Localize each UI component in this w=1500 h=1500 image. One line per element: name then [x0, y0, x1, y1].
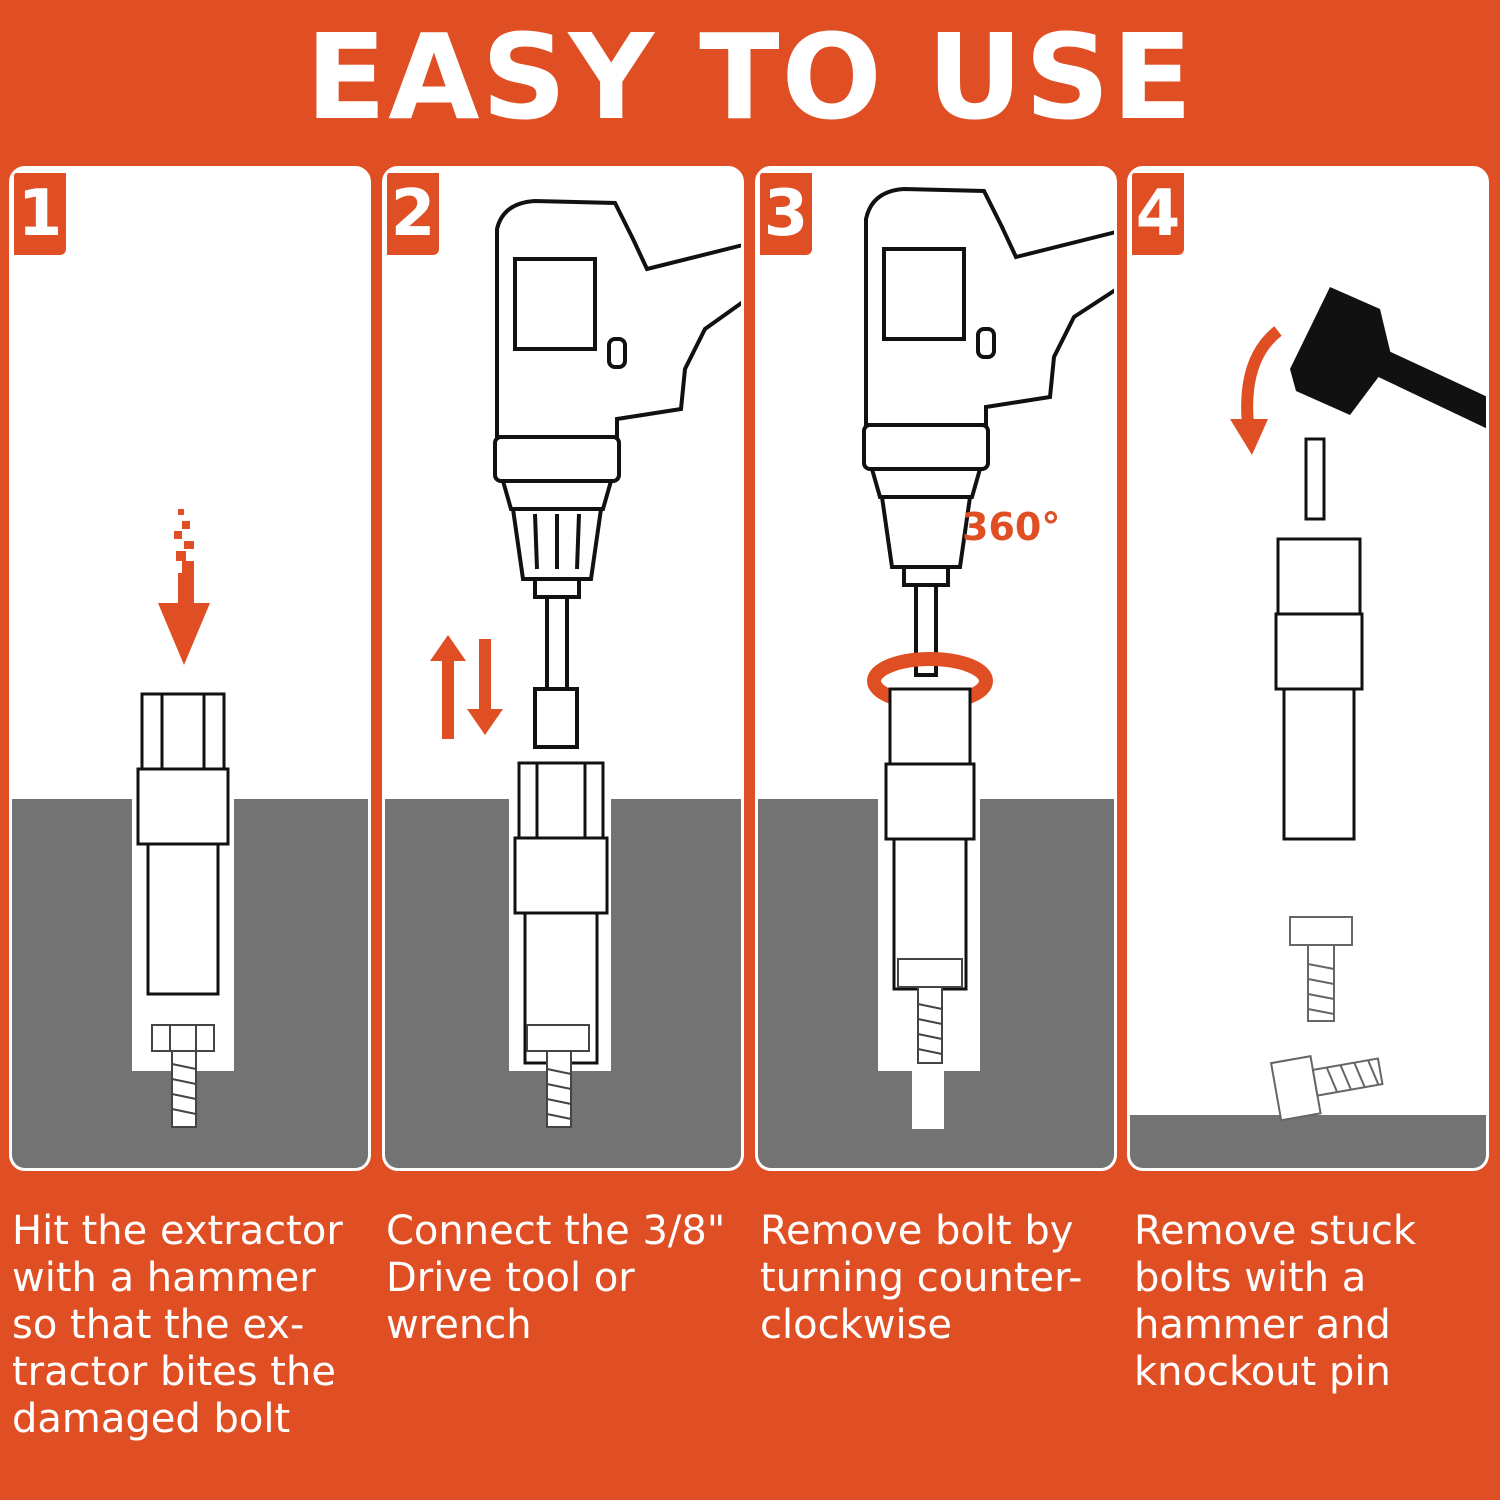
step-4-caption: Remove stuck bolts with a hammer and kno… — [1134, 1208, 1417, 1395]
step-3-panel: 360° 3 — [755, 166, 1117, 1171]
step-2-illustration — [385, 198, 741, 1168]
extractor-socket — [884, 687, 976, 991]
step-1-panel: 1 — [9, 166, 371, 1171]
step-2-panel: 2 — [382, 166, 744, 1171]
up-down-arrows-icon — [430, 635, 503, 739]
damaged-bolt — [151, 1024, 215, 1128]
step-2-caption: Connect the 3/8" Drive tool or wrench — [386, 1208, 726, 1348]
step-number-badge: 3 — [760, 173, 812, 255]
extractor-socket — [136, 692, 230, 996]
step-4-illustration — [1130, 287, 1486, 1168]
hammer-icon — [1290, 287, 1486, 429]
step-3-illustration — [758, 186, 1114, 1168]
curved-down-arrow-icon — [1230, 326, 1282, 455]
step-3-caption: Remove bolt by turning counter- clockwis… — [760, 1208, 1083, 1348]
falling-bolt — [1289, 916, 1353, 1022]
step-1-caption: Hit the extractor with a hammer so that … — [12, 1208, 343, 1442]
extractor-socket — [513, 761, 609, 1065]
knockout-pin — [1274, 437, 1364, 841]
rotation-angle-label: 360° — [962, 505, 1061, 549]
power-drill — [862, 186, 1114, 677]
step-number-badge: 4 — [1132, 173, 1184, 255]
step-number-badge: 1 — [14, 173, 66, 255]
ground — [1130, 1115, 1486, 1168]
power-drill — [493, 198, 741, 749]
step-1-illustration — [12, 509, 368, 1168]
ground — [12, 799, 368, 1168]
down-arrow-icon — [158, 509, 210, 665]
ground — [385, 799, 741, 1168]
page-title: EASY TO USE — [305, 8, 1195, 146]
step-4-panel: 4 — [1127, 166, 1489, 1171]
damaged-bolt — [897, 958, 963, 1064]
damaged-bolt — [526, 1024, 590, 1128]
removed-bolt — [1269, 1055, 1384, 1122]
step-number-badge: 2 — [387, 173, 439, 255]
ground — [758, 799, 1114, 1168]
knockout-slot — [912, 1071, 944, 1129]
